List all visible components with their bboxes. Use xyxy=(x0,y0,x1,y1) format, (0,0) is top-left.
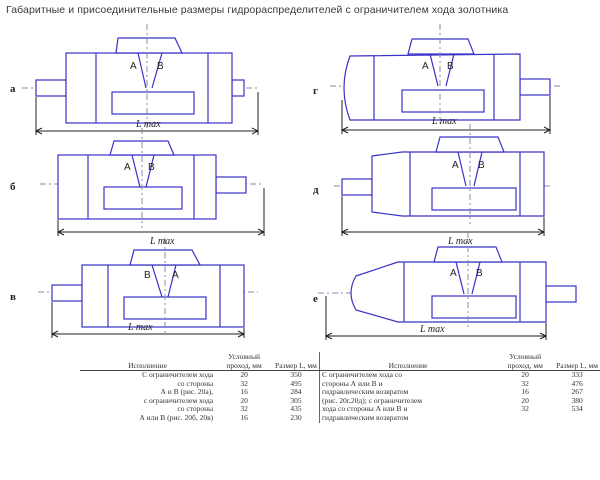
port-b-label: B xyxy=(148,162,155,173)
valve-drawings: а A B L max б A B xyxy=(10,24,578,340)
variant-label-e: е xyxy=(313,293,318,305)
variant-label-a: а xyxy=(10,83,16,95)
table-header: Размер L, мм xyxy=(554,352,600,371)
port-b-label: B xyxy=(476,268,483,279)
valve-drawing-v: в B A L max xyxy=(10,238,258,338)
port-b-label: B xyxy=(478,160,485,171)
table-header: Исполнение xyxy=(319,352,497,371)
valve-drawing-g: г A B L max xyxy=(313,24,560,134)
dimension-label: L max xyxy=(431,116,457,127)
port-b-label: B xyxy=(144,270,151,281)
dimension-label: L max xyxy=(127,322,153,333)
dimension-label: L max xyxy=(419,324,445,335)
valve-drawing-b: б A B L max xyxy=(10,128,266,247)
dimension-label: L max xyxy=(149,236,175,247)
valve-drawing-e: е A B L max xyxy=(313,232,578,340)
port-b-label: B xyxy=(157,61,164,72)
table-header: Исполнение xyxy=(80,352,216,371)
dimensions-table: Исполнение Условный проход, мм Размер L,… xyxy=(80,352,600,423)
page-title: Габаритные и присоединительные размеры г… xyxy=(6,4,509,16)
variant-label-v: в xyxy=(10,291,16,303)
dimension-label: L max xyxy=(135,119,161,130)
valve-drawing-a: а A B L max xyxy=(10,24,260,135)
table-header: Условный проход, мм xyxy=(215,352,274,371)
port-a-label: A xyxy=(452,160,459,171)
port-a-label: A xyxy=(130,61,137,72)
table-header: Размер L, мм xyxy=(273,352,320,371)
port-a-label: A xyxy=(450,268,457,279)
port-a-label: A xyxy=(422,61,429,72)
variant-label-d: д xyxy=(313,184,319,196)
variant-label-g: г xyxy=(313,85,318,97)
port-a-label: A xyxy=(172,270,179,281)
port-b-label: B xyxy=(447,61,454,72)
valve-drawing-d: д A B L max xyxy=(313,124,552,247)
port-a-label: A xyxy=(124,162,131,173)
variant-label-b: б xyxy=(10,181,16,193)
table-header: Условный проход, мм xyxy=(496,352,555,371)
dimension-label: L max xyxy=(447,236,473,247)
